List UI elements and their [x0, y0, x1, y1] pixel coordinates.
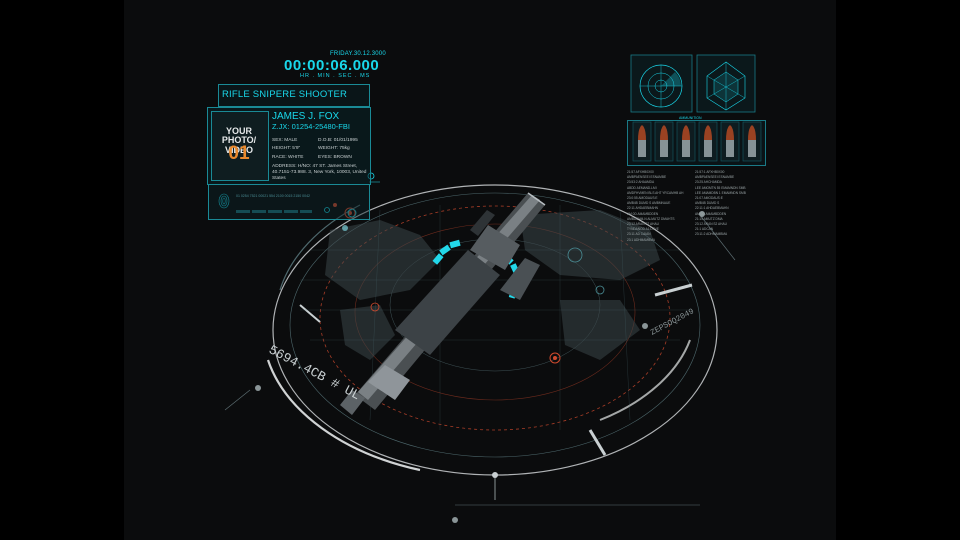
hologram-rings: [224, 184, 736, 506]
field-dob: D.O.B: 01/01/1995: [318, 138, 358, 143]
timer-units: HR . MIN . SEC . MS: [300, 73, 371, 79]
scan-bars: [236, 210, 312, 213]
field-eyes: EYES: BROWN: [318, 155, 352, 160]
timer-readout: 00:00:06.000: [284, 57, 380, 74]
title-panel: [218, 84, 370, 107]
fingerprint-icon: [218, 193, 230, 209]
radar-panel-right: [696, 54, 756, 113]
bullet-icon: [676, 121, 696, 162]
timer-date: FRIDAY.30.12.3000: [330, 51, 386, 57]
scan-targets: [324, 207, 357, 218]
data-column-right: 21:57:1 AFXHB0X00 AMBPAENSEEI ESNAMBE 23…: [695, 170, 746, 237]
data-column-left: 21:57 AFXHB0X00 AMBPAENSEEI ESNAMBE 23:5…: [627, 170, 684, 242]
ammo-cartridges: [632, 121, 762, 162]
radar-panel-left: [630, 54, 693, 113]
field-sex: SEX: MALE: [272, 138, 298, 143]
svg-text:ZEPSOQ2049: ZEPSOQ2049: [649, 307, 696, 338]
bullet-icon: [742, 121, 762, 162]
subject-id: Z.JX: 01254-25480-FBI: [272, 122, 350, 131]
panel-title: RIFLE SNIPERE SHOOTER: [222, 89, 348, 100]
bullet-icon: [720, 121, 740, 162]
photo-number: 01: [228, 143, 250, 164]
scan-panel: [208, 184, 370, 220]
field-height: HEIGHT: 5'9": [272, 146, 301, 151]
ammo-panel-title: AMMUNITION: [679, 116, 702, 120]
subject-name: JAMES J. FOX: [272, 111, 340, 122]
svg-text:5694.4CB # UL: 5694.4CB # UL: [266, 342, 363, 403]
target-markers: [255, 207, 705, 523]
rifle-model: [340, 192, 546, 415]
field-weight: WEIGHT: 75kg: [318, 146, 350, 151]
bullet-icon: [632, 121, 652, 162]
scan-text: 01 0254 7521 00021 554 2100 0015 2150 00…: [236, 194, 310, 198]
photo-placeholder[interactable]: [211, 111, 269, 181]
bullet-icon: [654, 121, 674, 162]
photo-label-line1: YOUR: [225, 126, 252, 136]
photo-label-line2: PHOTO/ VIDEO: [221, 135, 257, 155]
ammo-panel: [627, 120, 766, 166]
bullet-icon: [698, 121, 718, 162]
field-address: ADDRESS: H/NO: 47 ST. James Street, 40.7…: [272, 164, 367, 181]
field-race: RACE: WHITE: [272, 155, 304, 160]
